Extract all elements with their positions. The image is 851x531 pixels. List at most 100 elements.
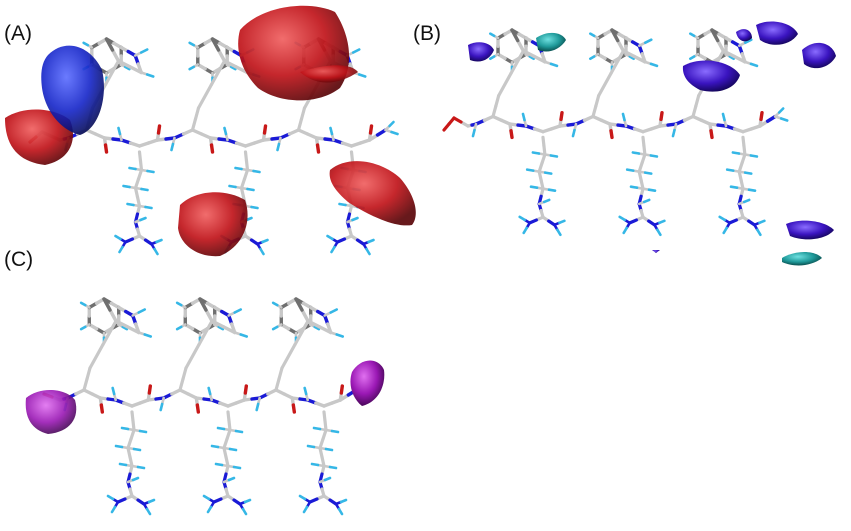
- bond-stick: [114, 444, 124, 449]
- purple-contour-region: [786, 220, 834, 240]
- bond-stick: [725, 168, 735, 172]
- bond-stick: [229, 65, 237, 71]
- bond-stick: [749, 62, 759, 68]
- bond-stick: [718, 215, 727, 222]
- bond-stick: [522, 226, 529, 235]
- bond-stick: [303, 386, 308, 396]
- bond-stick: [155, 238, 163, 244]
- bond-stick: [175, 325, 183, 331]
- bond-stick: [329, 308, 339, 314]
- bond-stick: [516, 38, 526, 53]
- bond-stick: [300, 308, 310, 323]
- bond-stick: [227, 476, 236, 482]
- bond-stick: [128, 65, 143, 75]
- panel-c-contours: [25, 360, 385, 434]
- bond-stick: [101, 319, 118, 347]
- bond-stick: [721, 49, 736, 59]
- bond-stick: [528, 55, 535, 61]
- bond-stick: [529, 185, 539, 189]
- bond-stick: [728, 55, 735, 61]
- bond-stick: [252, 169, 261, 174]
- bond-stick: [232, 465, 242, 470]
- bond-stick: [233, 308, 243, 314]
- bond-stick: [518, 215, 527, 222]
- bond-stick: [206, 505, 213, 514]
- bond-stick: [326, 234, 334, 241]
- bond-stick: [120, 426, 130, 431]
- bond-stick: [594, 93, 601, 108]
- magenta-contour-region: [350, 360, 385, 406]
- bond-stick: [243, 498, 252, 504]
- bond-stick: [210, 444, 220, 449]
- bond-stick: [122, 184, 131, 189]
- bond-stick: [643, 171, 653, 175]
- bond-stick: [337, 507, 344, 516]
- bond-stick: [82, 377, 89, 392]
- bond-stick: [716, 38, 726, 53]
- bond-stick: [489, 32, 496, 38]
- bond-stick: [82, 41, 90, 47]
- bond-stick: [777, 107, 785, 114]
- bond-stick: [204, 308, 214, 323]
- bond-stick: [313, 325, 321, 331]
- bond-stick: [731, 151, 741, 155]
- bond-stick: [609, 49, 626, 75]
- purple-contour-region: [652, 250, 660, 253]
- bond-stick: [642, 198, 651, 204]
- bond-stick: [556, 228, 562, 237]
- bond-stick: [110, 505, 117, 514]
- bond-stick: [302, 505, 309, 514]
- bond-stick: [549, 62, 559, 68]
- red-contour-region: [329, 161, 416, 226]
- bond-stick: [367, 238, 375, 244]
- bond-stick: [121, 325, 129, 331]
- bond-stick: [631, 151, 641, 155]
- bond-stick: [117, 126, 122, 136]
- bond-stick: [357, 73, 367, 78]
- bond-stick: [228, 184, 237, 189]
- purple-contour-region: [736, 29, 752, 42]
- bond-stick: [202, 494, 211, 501]
- bond-stick: [111, 386, 116, 396]
- bond-stick: [136, 465, 146, 470]
- bond-stick: [591, 104, 598, 119]
- bond-stick: [315, 143, 321, 154]
- red-contour-region: [5, 109, 73, 165]
- bond-stick: [147, 498, 156, 504]
- bond-stick: [335, 333, 345, 338]
- bond-stick: [729, 185, 739, 189]
- panel-b-contours: [468, 21, 836, 266]
- bond-stick: [241, 507, 248, 516]
- bond-stick: [621, 49, 636, 59]
- bond-stick: [106, 494, 115, 501]
- bond-stick: [721, 112, 726, 122]
- bond-stick: [118, 462, 128, 467]
- bond-stick: [103, 59, 121, 87]
- magenta-contour-region: [25, 389, 77, 434]
- bond-stick: [210, 319, 226, 329]
- bond-stick: [306, 319, 322, 329]
- bond-stick: [338, 202, 347, 207]
- bond-stick: [190, 117, 198, 132]
- bond-stick: [188, 41, 196, 47]
- blue-contour-region: [41, 45, 104, 135]
- red-contour-region: [300, 65, 358, 83]
- bond-stick: [259, 247, 265, 256]
- bond-stick: [589, 55, 596, 61]
- bond-stick: [99, 403, 105, 414]
- bond-stick: [198, 297, 208, 312]
- teal-contour-region: [536, 32, 566, 52]
- bond-stick: [743, 171, 753, 175]
- panel-c: (C): [4, 248, 385, 516]
- bond-stick: [722, 226, 729, 235]
- bond-stick: [239, 333, 249, 338]
- bond-stick: [123, 65, 131, 71]
- bond-stick: [629, 185, 639, 189]
- bond-stick: [351, 48, 361, 54]
- bond-stick: [339, 384, 345, 395]
- bond-stick: [589, 32, 596, 38]
- bond-stick: [616, 38, 626, 53]
- panel-a-contours: [5, 5, 416, 257]
- bond-stick: [521, 49, 536, 59]
- bond-stick: [145, 507, 152, 516]
